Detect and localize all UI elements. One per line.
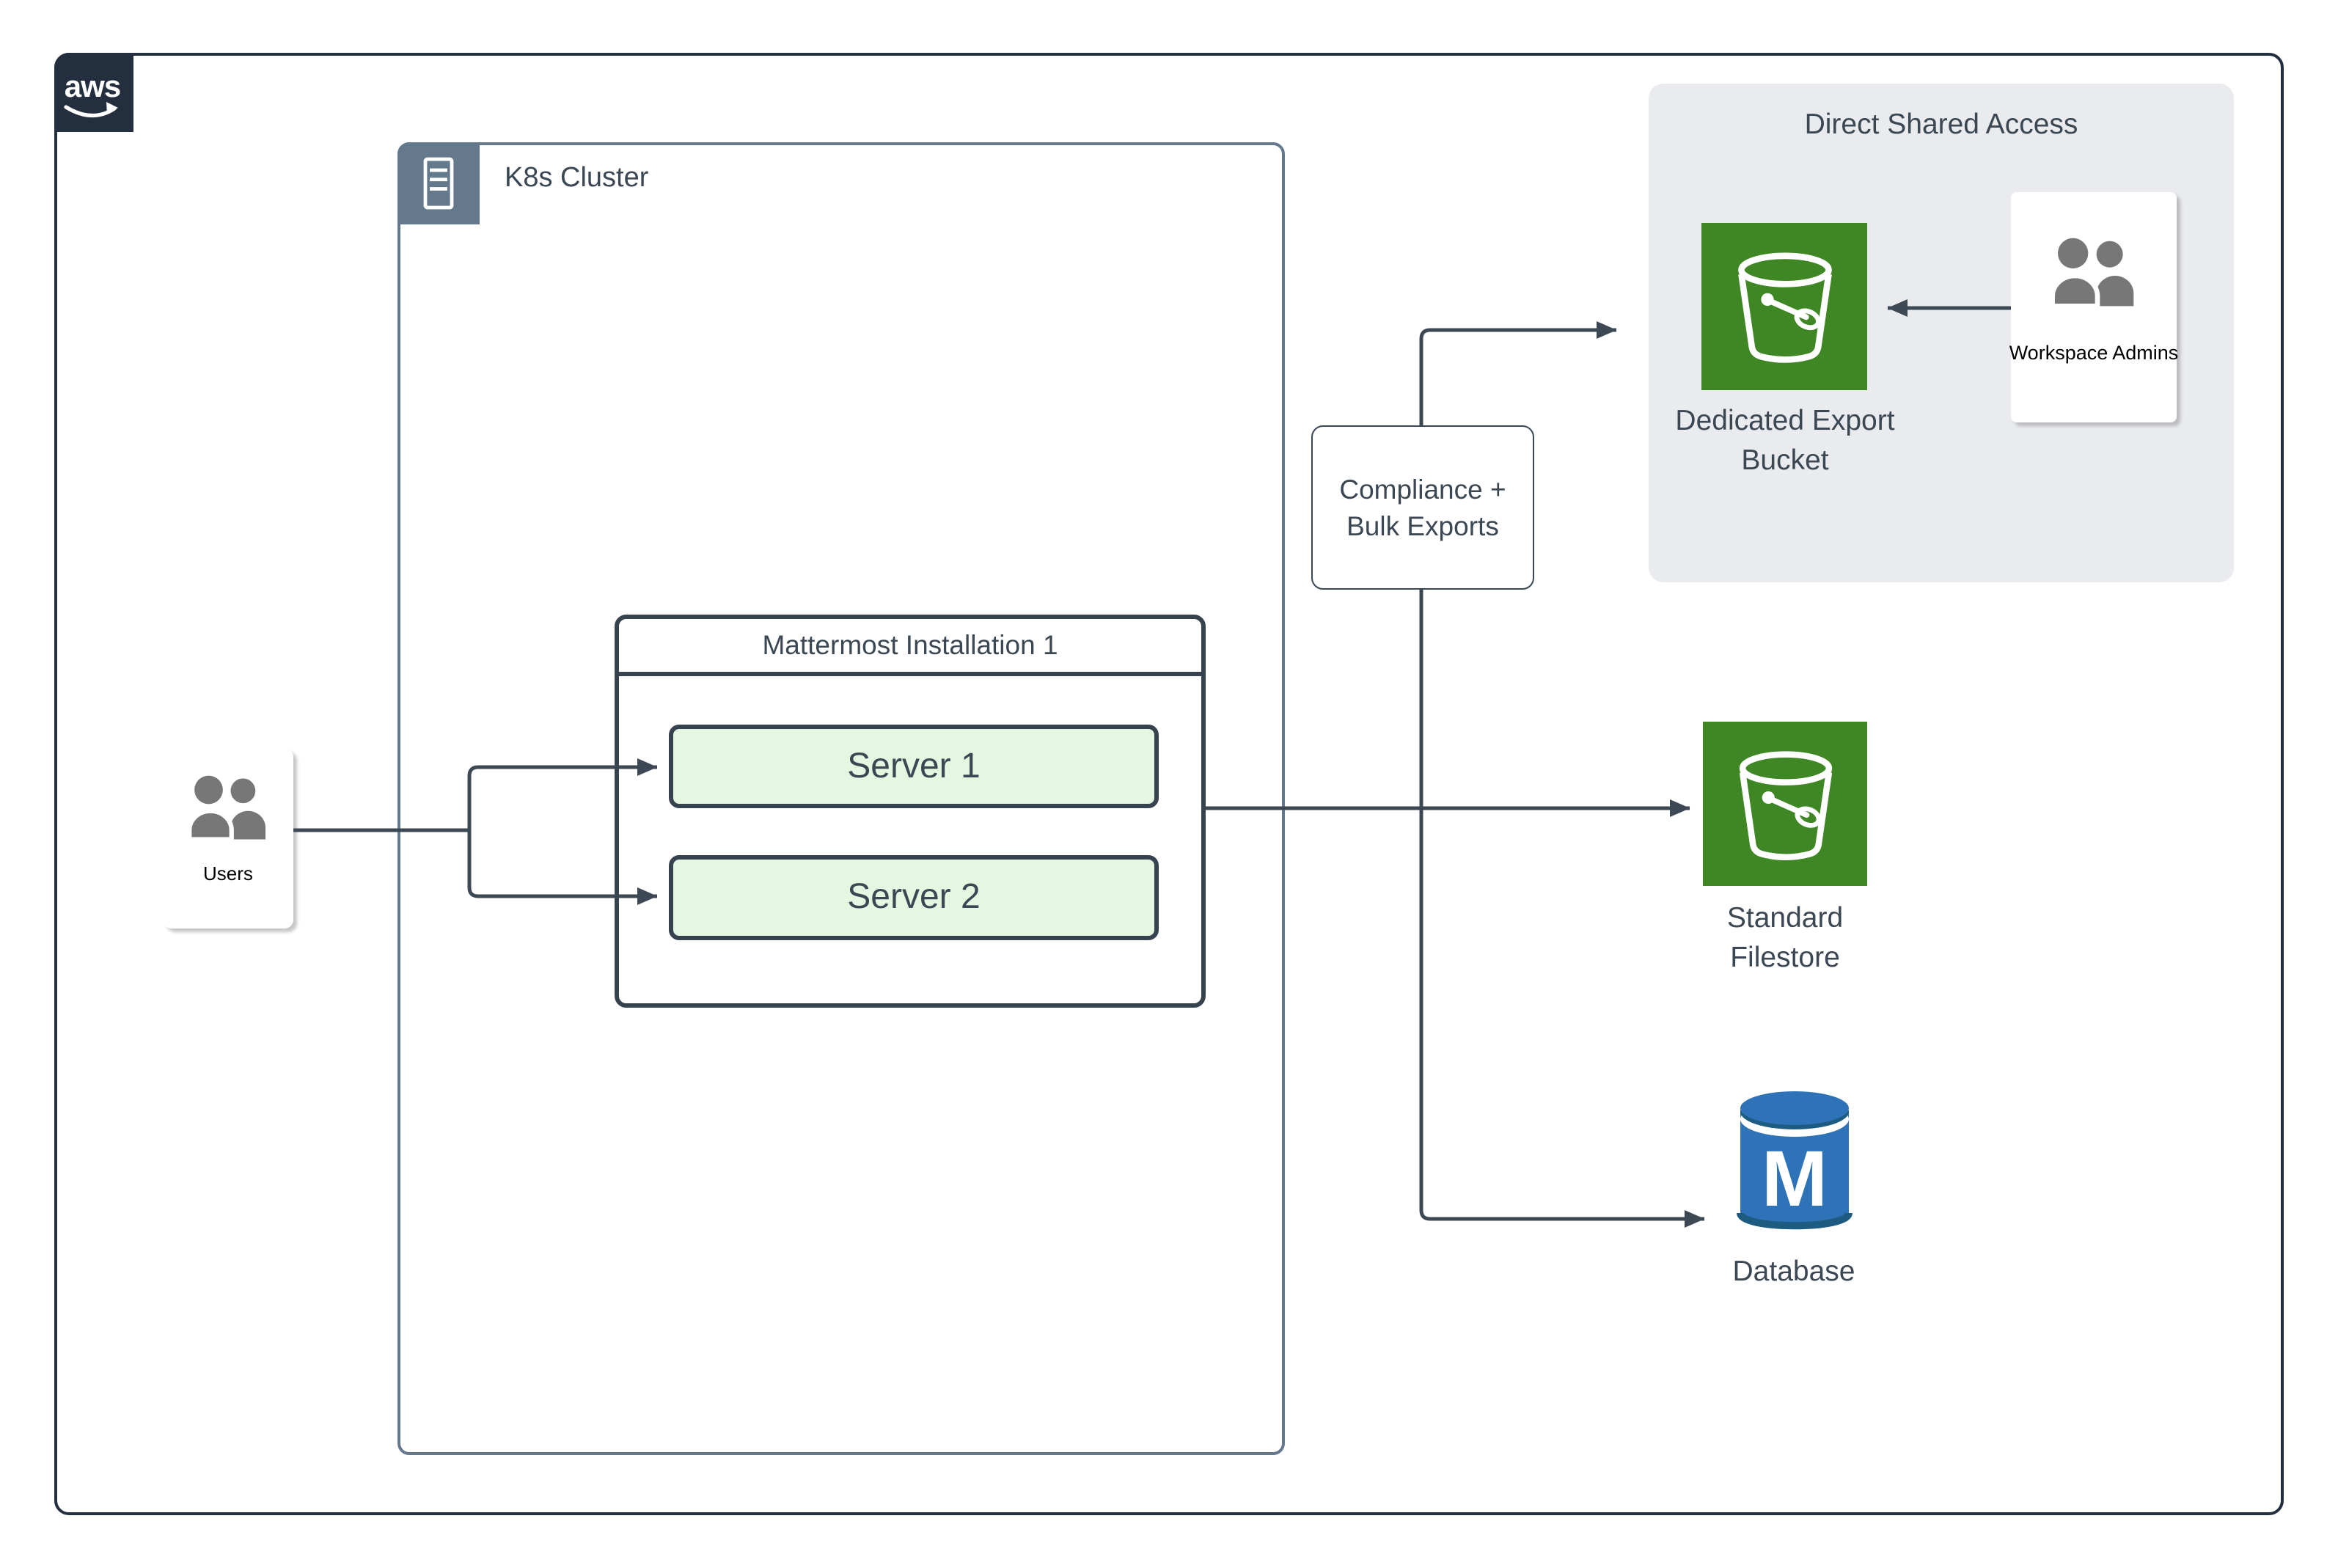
users-label: Users — [203, 862, 253, 884]
k8s-cluster-badge — [397, 142, 480, 224]
database-cylinder-icon: M — [1737, 1091, 1853, 1230]
server-2-label: Server 2 — [847, 877, 981, 917]
aws-swoosh-arrow — [106, 102, 118, 114]
standard-filestore-node — [1703, 722, 1867, 886]
aws-cloud-boundary — [54, 53, 2284, 1515]
users-node: Users — [163, 748, 293, 928]
dedicated-export-bucket-label: Dedicated Export Bucket — [1581, 402, 1989, 480]
workspace-admins-label: Workspace Admins — [2009, 342, 2179, 364]
k8s-cluster-container — [397, 142, 1285, 1455]
standard-filestore-label: Standard Filestore — [1638, 899, 1932, 977]
k8s-cluster-label: K8s Cluster — [505, 163, 649, 194]
compliance-bulk-exports-box: Compliance + Bulk Exports — [1311, 425, 1534, 590]
direct-shared-access-title: Direct Shared Access — [1804, 109, 2078, 141]
s3-bucket-icon — [1738, 750, 1832, 860]
workspace-admins-icon — [2049, 238, 2133, 309]
server-1-label: Server 1 — [847, 746, 981, 785]
standard-filestore-label-line2: Filestore — [1730, 941, 1840, 973]
aws-logo-badge: aws — [54, 53, 133, 132]
dedicated-export-bucket-label-line1: Dedicated Export — [1675, 405, 1895, 437]
compliance-label-line1: Compliance + — [1339, 474, 1506, 505]
compliance-label-line2: Bulk Exports — [1346, 510, 1499, 541]
database-node: M — [1728, 1087, 1861, 1245]
database-monogram: M — [1762, 1134, 1828, 1223]
mattermost-installation-box: Mattermost Installation 1 — [615, 615, 1206, 1008]
server-rack-icon — [423, 157, 454, 210]
aws-logo-text: aws — [65, 69, 120, 103]
s3-bucket-icon — [1737, 252, 1831, 363]
standard-filestore-label-line1: Standard — [1726, 902, 1844, 934]
server-2-node: Server 2 — [669, 855, 1159, 940]
server-1-node: Server 1 — [669, 725, 1159, 808]
workspace-admins-node: Workspace Admins — [2009, 192, 2179, 422]
mattermost-installation-title: Mattermost Installation 1 — [619, 619, 1201, 676]
aws-logo-icon: aws — [64, 69, 121, 118]
dedicated-export-bucket-node — [1701, 223, 1867, 390]
database-label: Database — [1732, 1256, 1855, 1288]
users-icon — [186, 775, 265, 842]
dedicated-export-bucket-label-line2: Bucket — [1741, 444, 1829, 476]
